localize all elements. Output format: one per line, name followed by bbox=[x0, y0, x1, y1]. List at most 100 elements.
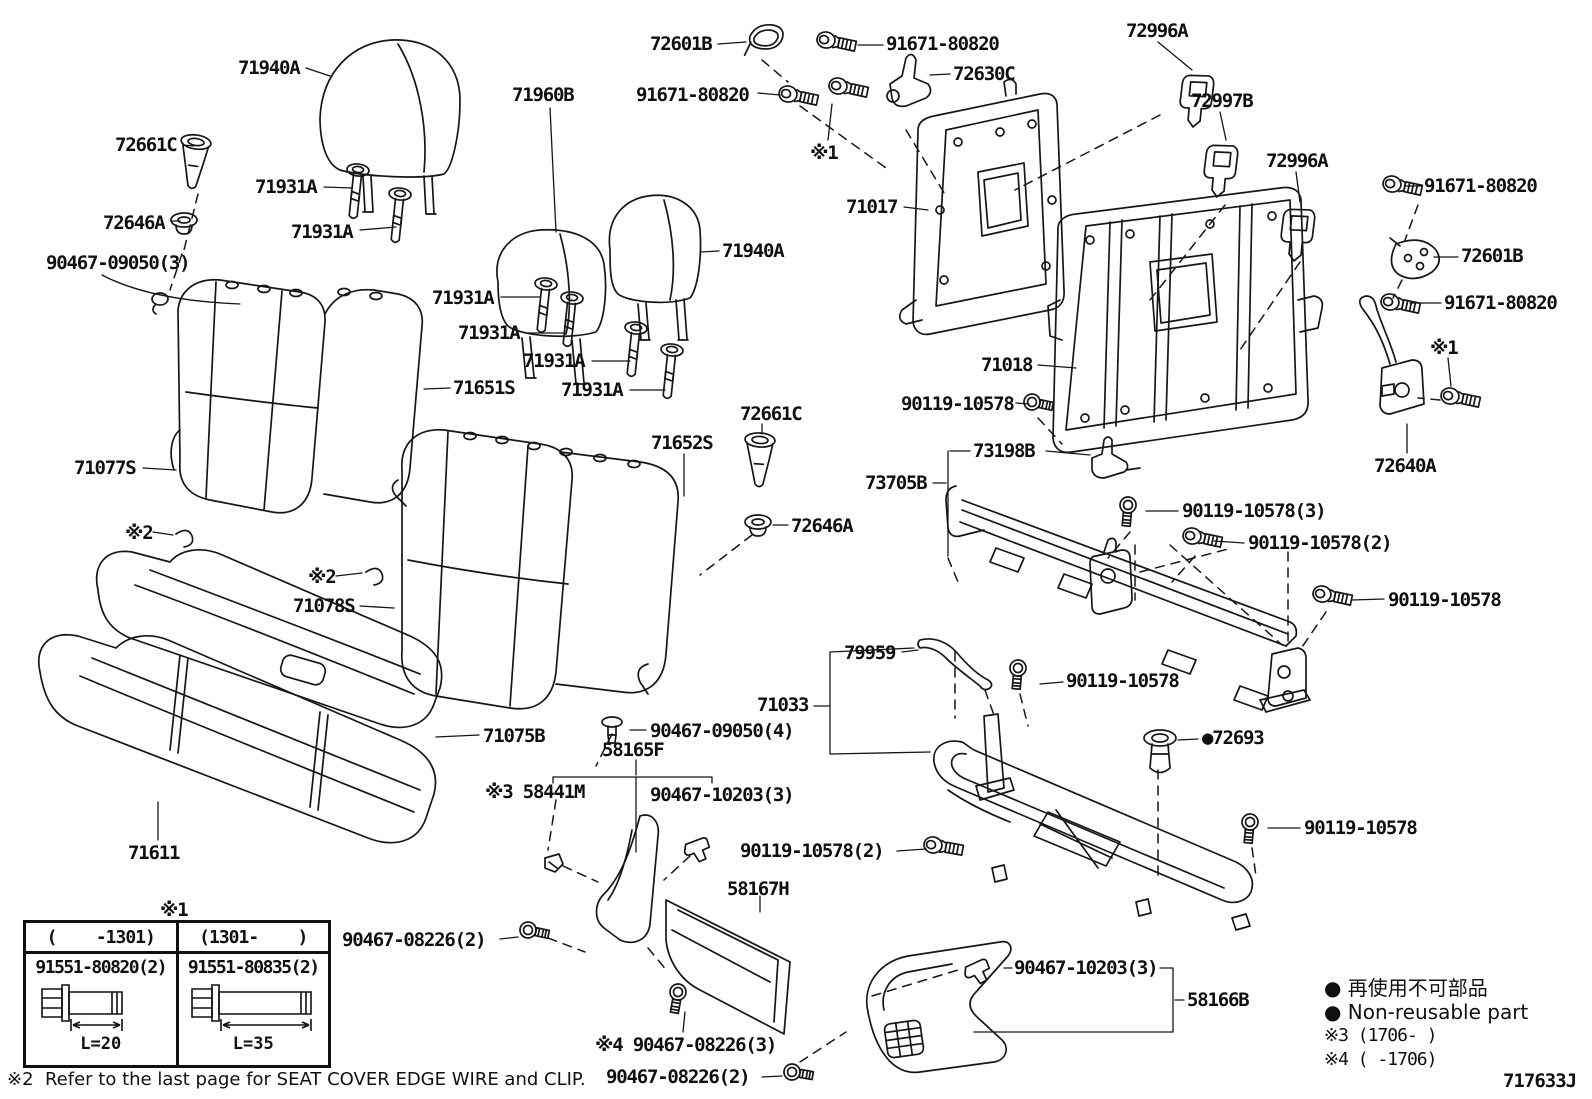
part-label: 90467-09050(4) bbox=[650, 720, 795, 742]
part-label: 90467-10203(3) bbox=[650, 784, 795, 806]
bolt-spec-table: ( -1301) 91551-80820(2) L=20 (1301- ) 91… bbox=[23, 920, 331, 1068]
part-label: 71931A bbox=[458, 322, 521, 344]
part-label: 58165F bbox=[602, 739, 665, 761]
crossmember-73705b bbox=[945, 485, 1311, 713]
rear-panel-71033 bbox=[933, 713, 1254, 931]
headrest-71940a-left bbox=[319, 39, 461, 215]
bolt-drawing bbox=[1239, 812, 1260, 845]
screw-drawing bbox=[517, 919, 552, 944]
part-label: 71651S bbox=[453, 377, 516, 399]
spec-bolt-length: L=20 bbox=[80, 1034, 122, 1054]
part-label: 72996A bbox=[1126, 20, 1189, 42]
headrest-71940a-right bbox=[608, 194, 702, 341]
wire-hook-note2-b bbox=[365, 567, 384, 586]
part-label: 90119-10578 bbox=[1304, 817, 1418, 839]
screw-drawing bbox=[781, 1061, 815, 1085]
spec-part-number: 91551-80820(2) bbox=[35, 956, 167, 978]
spec-bolt-length: L=35 bbox=[232, 1034, 274, 1054]
part-label: 73705B bbox=[865, 472, 928, 494]
part-label: 71611 bbox=[128, 842, 180, 864]
drawing-number: 717633J bbox=[1503, 1070, 1577, 1092]
part-label: 72661C bbox=[740, 403, 803, 425]
part-label: 72601B bbox=[1461, 245, 1524, 267]
fastener-72661c-right bbox=[740, 431, 777, 489]
part-label: 90119-10578 bbox=[1066, 670, 1180, 692]
seat-cushion-upper-71075b bbox=[95, 549, 443, 729]
support-pin-drawing bbox=[619, 320, 649, 379]
legend-nonreusable-jp: ● 再使用不可部品 bbox=[1324, 976, 1488, 1000]
part-label: 71078S bbox=[293, 595, 356, 617]
part-label: ※1 bbox=[810, 142, 839, 164]
bolt-drawing bbox=[1380, 173, 1424, 199]
pushpin-drawing bbox=[921, 834, 965, 859]
part-label: 90119-10578 bbox=[1388, 589, 1502, 611]
part-label: 72997B bbox=[1191, 90, 1254, 112]
part-label: 71077S bbox=[74, 457, 137, 479]
part-label: 91671-80820 bbox=[636, 84, 750, 106]
part-label: 72661C bbox=[115, 134, 178, 156]
part-label: 90467-09050(3) bbox=[46, 252, 191, 274]
bolt-drawing bbox=[1021, 391, 1056, 416]
legend-note4: ※4 ( -1706) bbox=[1324, 1049, 1437, 1070]
part-label: ●72693 bbox=[1202, 727, 1265, 749]
part-label: 71931A bbox=[523, 350, 586, 372]
part-label: 71652S bbox=[651, 432, 714, 454]
assembly-dashed-lines bbox=[169, 59, 1441, 1063]
legend-note3: ※3 (1706- ) bbox=[1324, 1025, 1437, 1046]
part-label: 58166B bbox=[1187, 989, 1250, 1011]
spec-part-number: 91551-80835(2) bbox=[187, 956, 320, 978]
clip-90467-10203-drawing bbox=[961, 957, 993, 987]
bolt-drawing bbox=[1438, 385, 1482, 411]
support-pin-drawing bbox=[383, 186, 413, 245]
clip-72693-drawing bbox=[1143, 729, 1177, 774]
part-label: 72646A bbox=[791, 515, 854, 537]
part-label: ※1 bbox=[1430, 337, 1459, 359]
clip-drawing bbox=[1198, 140, 1241, 201]
fasteners bbox=[517, 29, 1482, 1085]
part-label: 71033 bbox=[757, 694, 809, 716]
seatback-pad-left-71077s-71651s bbox=[170, 278, 424, 514]
part-label: 71940A bbox=[238, 57, 301, 79]
seatback-frame-71018 bbox=[1047, 186, 1324, 454]
spec-column-late: (1301- ) 91551-80835(2) L=35 bbox=[178, 923, 328, 1065]
seat-cushion-lower-71611 bbox=[37, 633, 437, 844]
clip-90467-09050-left bbox=[151, 292, 169, 315]
part-label: 90467-10203(3) bbox=[1014, 957, 1159, 979]
bolt-drawing bbox=[1007, 658, 1028, 691]
part-label: 73198B bbox=[973, 440, 1036, 462]
legend: ● 再使用不可部品 ● Non-reusable part ※3 (1706- … bbox=[1324, 976, 1528, 1072]
bolt-drawing bbox=[826, 75, 870, 101]
spec-bolt-drawing-short bbox=[26, 980, 176, 1034]
bolt-drawing bbox=[1180, 525, 1224, 551]
part-label: 71017 bbox=[846, 196, 898, 218]
cable-79959 bbox=[917, 638, 993, 691]
part-label: 90467-08226(2) bbox=[606, 1066, 751, 1088]
plate-72601b-right bbox=[1389, 237, 1441, 280]
bolt-drawing bbox=[1117, 495, 1138, 528]
part-label: 71075B bbox=[483, 725, 546, 747]
legend-nonreusable-en: ● Non-reusable part bbox=[1324, 1000, 1529, 1024]
latch-72640a bbox=[1358, 295, 1425, 415]
panel-58167h bbox=[665, 899, 791, 1035]
part-label: 91671-80820 bbox=[1444, 292, 1558, 314]
headrest-71960b bbox=[496, 228, 607, 385]
headrest-supports-71931a bbox=[341, 162, 685, 401]
spec-date-range: ( -1301) bbox=[26, 923, 176, 954]
clip-58441m bbox=[544, 853, 564, 873]
part-label: 91671-80820 bbox=[886, 33, 1000, 55]
quarter-trim-58166b bbox=[866, 940, 1012, 1074]
part-label: 72630C bbox=[953, 63, 1016, 85]
part-label: ※4 90467-08226(3) bbox=[595, 1034, 777, 1056]
support-pin-drawing bbox=[529, 276, 559, 335]
support-pin-drawing bbox=[655, 342, 685, 401]
seatback-pad-right-71078s-71652s bbox=[400, 429, 679, 710]
part-label: 90467-08226(2) bbox=[342, 929, 487, 951]
fastener-72646a-right bbox=[744, 514, 772, 537]
seatback-frame-71017 bbox=[898, 78, 1065, 336]
bolt-drawing bbox=[814, 29, 858, 55]
footnote-note2: ※2 Refer to the last page for SEAT COVER… bbox=[7, 1069, 586, 1090]
part-label: 72996A bbox=[1266, 150, 1329, 172]
spec-column-early: ( -1301) 91551-80820(2) L=20 bbox=[26, 923, 179, 1065]
